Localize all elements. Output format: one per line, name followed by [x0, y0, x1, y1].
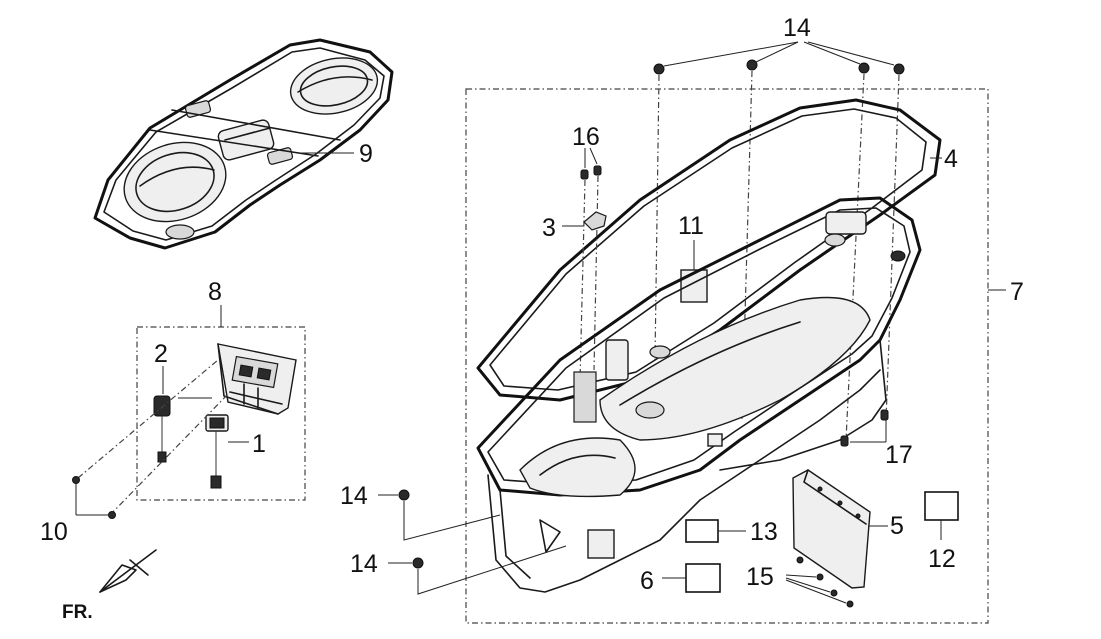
- dash-10-a: [77, 359, 219, 479]
- screw-10-a: [72, 476, 80, 484]
- dash-14-low: [417, 545, 567, 595]
- screw-10-b: [108, 511, 116, 519]
- switch-part-1: [205, 414, 229, 489]
- label-sticker-part-12: [924, 491, 959, 521]
- label-sticker-part-13: [685, 519, 719, 543]
- luggage-box-body: [476, 196, 922, 593]
- screw-14-low: [412, 557, 424, 569]
- screw-14-mid: [398, 489, 410, 501]
- leader-16b: [589, 147, 598, 165]
- assembly-box-7: [465, 88, 989, 624]
- label-9: 9: [359, 140, 373, 168]
- dash-16b: [593, 175, 599, 371]
- leaders-14-top: [663, 41, 895, 67]
- seat-part-9: [93, 38, 394, 250]
- label-7: 7: [1010, 278, 1024, 306]
- screws-15: [796, 556, 854, 608]
- label-6: 6: [640, 567, 654, 595]
- label-11: 11: [678, 212, 704, 240]
- label-15: 15: [746, 563, 774, 591]
- label-4: 4: [944, 145, 958, 173]
- front-direction-arrow: [99, 549, 157, 593]
- label-12: 12: [928, 545, 956, 573]
- label-10: 10: [40, 518, 68, 546]
- label-5: 5: [890, 512, 904, 540]
- screws-14-top: [653, 59, 905, 75]
- label-2: 2: [154, 340, 168, 368]
- switch-housing: [217, 343, 297, 415]
- socket-part-2: [153, 395, 171, 463]
- label-3: 3: [542, 214, 556, 242]
- label-16: 16: [572, 123, 600, 151]
- leaders-15: [785, 574, 847, 604]
- nuts-17: [840, 409, 889, 447]
- label-14-mid: 14: [340, 482, 368, 510]
- dash-14-mid: [403, 501, 501, 541]
- clip-part-3: [583, 211, 607, 231]
- label-14-low: 14: [350, 550, 378, 578]
- dash-16a: [579, 179, 586, 381]
- bolts-16: [580, 165, 602, 180]
- label-14-top: 14: [783, 14, 811, 42]
- label-1: 1: [252, 430, 266, 458]
- front-direction-label: FR.: [62, 602, 93, 623]
- label-17: 17: [885, 441, 913, 469]
- label-13: 13: [750, 518, 778, 546]
- bracket-part-5: [792, 469, 871, 589]
- label-8: 8: [208, 278, 222, 306]
- label-sticker-part-6: [685, 563, 721, 593]
- dash-10-b: [109, 389, 233, 516]
- sticker-part-11: [680, 269, 708, 303]
